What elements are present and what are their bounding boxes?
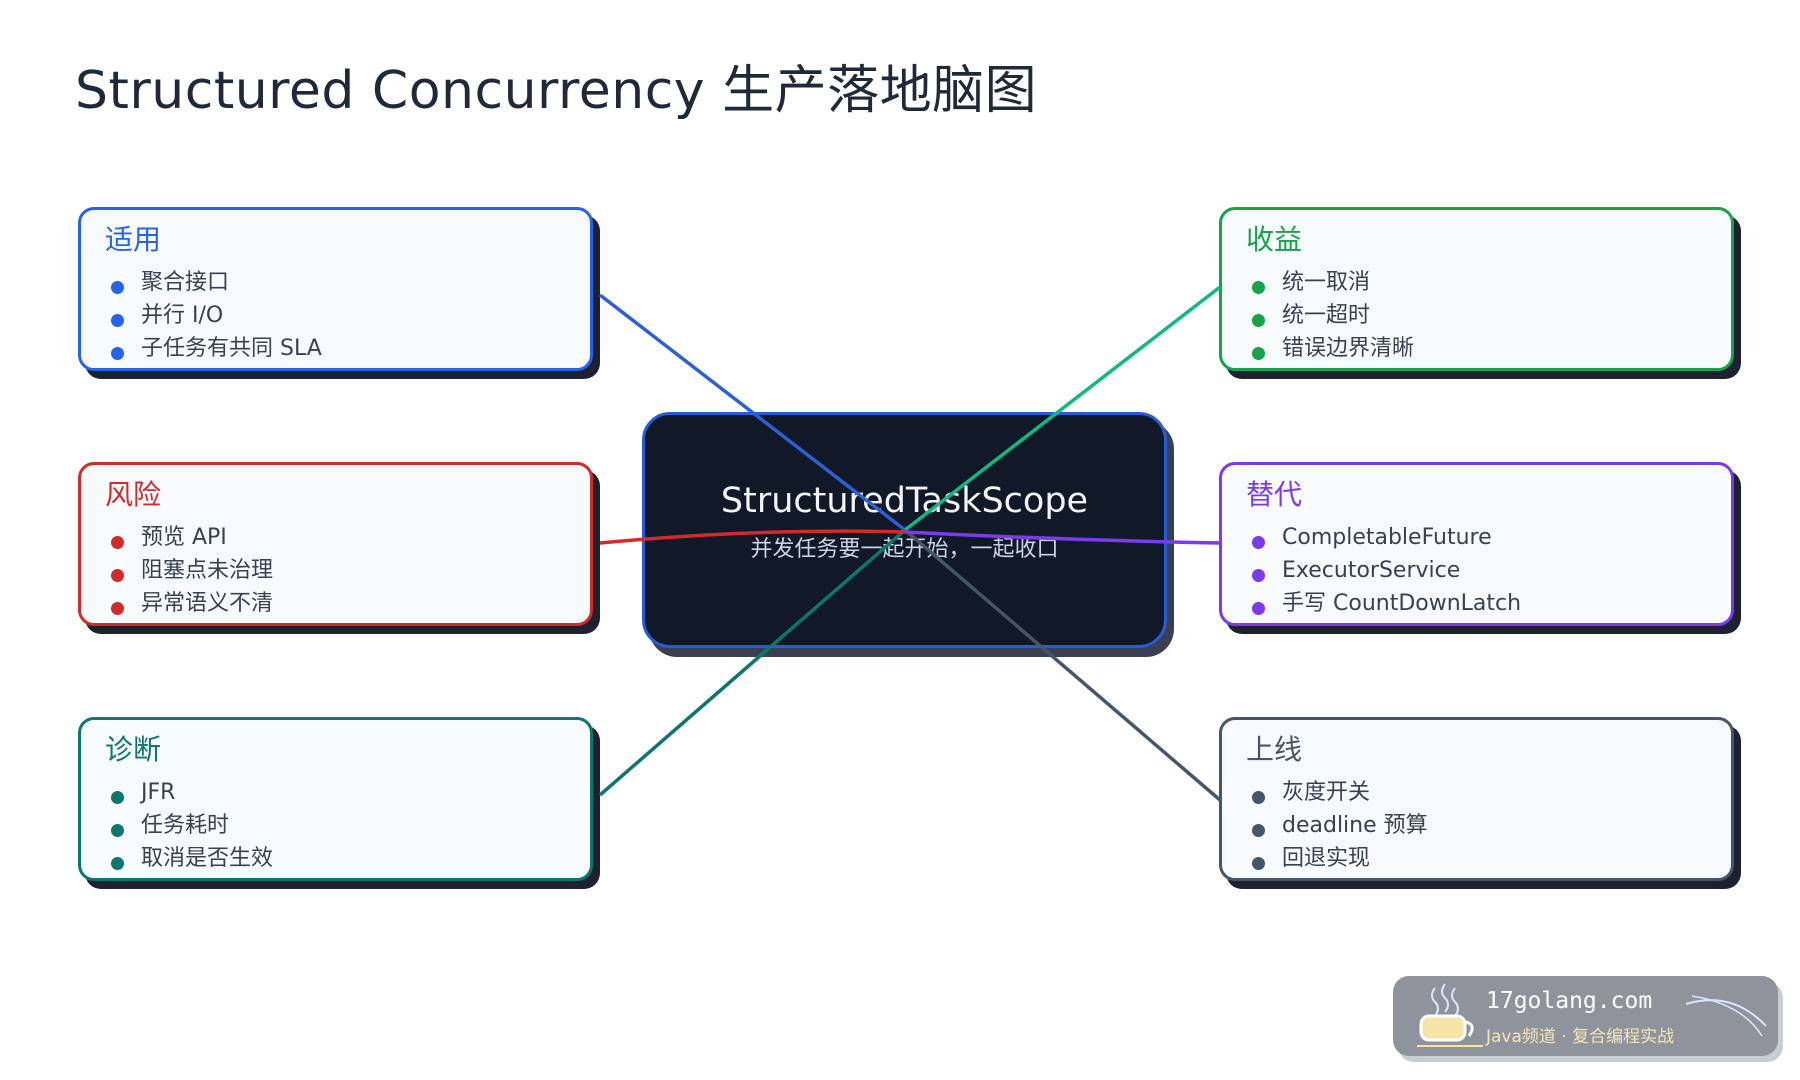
center-subtitle: 并发任务要一起开始，一起收口 — [750, 537, 1059, 562]
branch-title: 诊断 — [105, 733, 162, 766]
branch-item-list: CompletableFuture ExecutorService 手写 Cou… — [1246, 521, 1707, 620]
branch-card-diagnosis: 诊断 JFR 任务耗时 取消是否生效 — [78, 717, 593, 881]
bullet-dot-icon — [111, 569, 124, 582]
branch-item-list: JFR 任务耗时 取消是否生效 — [105, 776, 566, 875]
branch-item: 手写 CountDownLatch — [1246, 587, 1707, 620]
center-node: StructuredTaskScope 并发任务要一起开始，一起收口 — [642, 412, 1167, 648]
bullet-dot-icon — [111, 281, 124, 294]
branch-item-list: 统一取消 统一超时 错误边界清晰 — [1246, 266, 1707, 365]
bullet-dot-icon — [111, 314, 124, 327]
branch-title: 上线 — [1246, 733, 1303, 766]
branch-item: 取消是否生效 — [105, 842, 566, 875]
bullet-dot-icon — [1252, 824, 1265, 837]
bullet-dot-icon — [1252, 281, 1265, 294]
bullet-dot-icon — [1252, 857, 1265, 870]
branch-item: 并行 I/O — [105, 299, 566, 332]
branch-item: ExecutorService — [1246, 554, 1707, 587]
branch-item-list: 聚合接口 并行 I/O 子任务有共同 SLA — [105, 266, 566, 365]
branch-card-risk: 风险 预览 API 阻塞点未治理 异常语义不清 — [78, 462, 593, 626]
branch-title: 替代 — [1246, 478, 1303, 511]
branch-item: 回退实现 — [1246, 842, 1707, 875]
bullet-dot-icon — [1252, 602, 1265, 615]
branch-item: 阻塞点未治理 — [105, 554, 566, 587]
center-title: StructuredTaskScope — [720, 481, 1089, 521]
branch-item: deadline 预算 — [1246, 809, 1707, 842]
branch-item: 灰度开关 — [1246, 776, 1707, 809]
watermark-slogan: Java频道 · 复合编程实战 — [1486, 1027, 1675, 1047]
branch-item-list: 灰度开关 deadline 预算 回退实现 — [1246, 776, 1707, 875]
bullet-dot-icon — [111, 536, 124, 549]
branch-item: 异常语义不清 — [105, 587, 566, 620]
branch-item: CompletableFuture — [1246, 521, 1707, 554]
branch-item: 统一超时 — [1246, 299, 1707, 332]
branch-card-launch: 上线 灰度开关 deadline 预算 回退实现 — [1219, 717, 1734, 881]
swoosh-icon — [1685, 995, 1767, 1037]
bullet-dot-icon — [111, 347, 124, 360]
steaming-cup-icon — [1417, 983, 1483, 1047]
bullet-dot-icon — [1252, 347, 1265, 360]
watermark-badge: 17golang.com Java频道 · 复合编程实战 — [1393, 976, 1778, 1056]
bullet-dot-icon — [111, 824, 124, 837]
branch-title: 风险 — [105, 478, 162, 511]
branch-item: 预览 API — [105, 521, 566, 554]
branch-card-alternative: 替代 CompletableFuture ExecutorService 手写 … — [1219, 462, 1734, 626]
watermark-domain: 17golang.com — [1486, 988, 1653, 1014]
bullet-dot-icon — [1252, 791, 1265, 804]
branch-card-benefit: 收益 统一取消 统一超时 错误边界清晰 — [1219, 207, 1734, 371]
branch-item: 统一取消 — [1246, 266, 1707, 299]
branch-title: 收益 — [1246, 223, 1303, 256]
branch-item: 任务耗时 — [105, 809, 566, 842]
branch-title: 适用 — [105, 223, 162, 256]
page-title: Structured Concurrency 生产落地脑图 — [75, 61, 1038, 121]
branch-item: JFR — [105, 776, 566, 809]
branch-item: 子任务有共同 SLA — [105, 332, 566, 365]
bullet-dot-icon — [1252, 314, 1265, 327]
branch-item: 错误边界清晰 — [1246, 332, 1707, 365]
bullet-dot-icon — [1252, 536, 1265, 549]
bullet-dot-icon — [111, 791, 124, 804]
branch-item: 聚合接口 — [105, 266, 566, 299]
branch-item-list: 预览 API 阻塞点未治理 异常语义不清 — [105, 521, 566, 620]
bullet-dot-icon — [111, 602, 124, 615]
branch-card-applicable: 适用 聚合接口 并行 I/O 子任务有共同 SLA — [78, 207, 593, 371]
bullet-dot-icon — [1252, 569, 1265, 582]
bullet-dot-icon — [111, 857, 124, 870]
